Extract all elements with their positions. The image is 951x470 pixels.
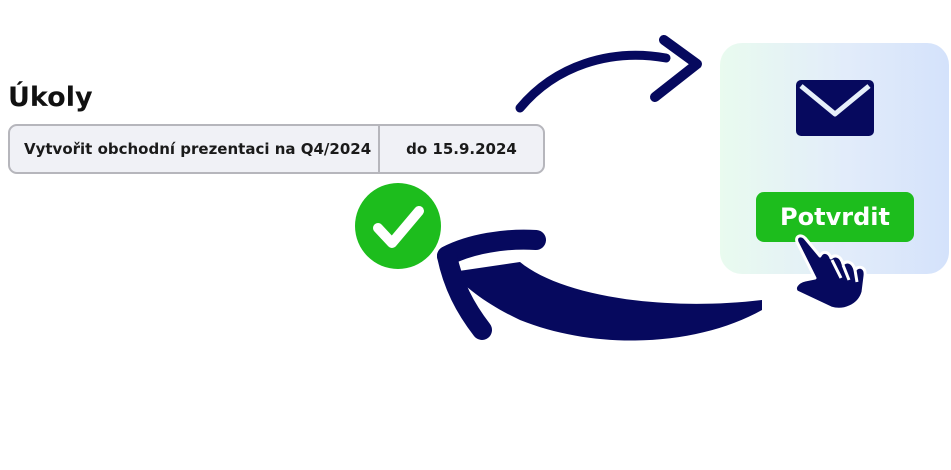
arrow-to-email	[515, 35, 702, 113]
pointing-hand-icon	[793, 234, 867, 311]
task-name: Vytvořit obchodní prezentaci na Q4/2024	[24, 140, 372, 158]
email-card: Potvrdit	[720, 43, 949, 274]
confirm-button[interactable]: Potvrdit	[756, 192, 914, 242]
task-divider	[378, 126, 380, 172]
arrow-back-to-task	[437, 229, 762, 341]
tasks-title: Úkoly	[8, 82, 93, 113]
checkmark-icon	[355, 183, 441, 269]
task-due-date: do 15.9.2024	[406, 140, 517, 158]
envelope-icon	[796, 80, 874, 136]
task-row[interactable]: Vytvořit obchodní prezentaci na Q4/2024 …	[8, 124, 545, 174]
